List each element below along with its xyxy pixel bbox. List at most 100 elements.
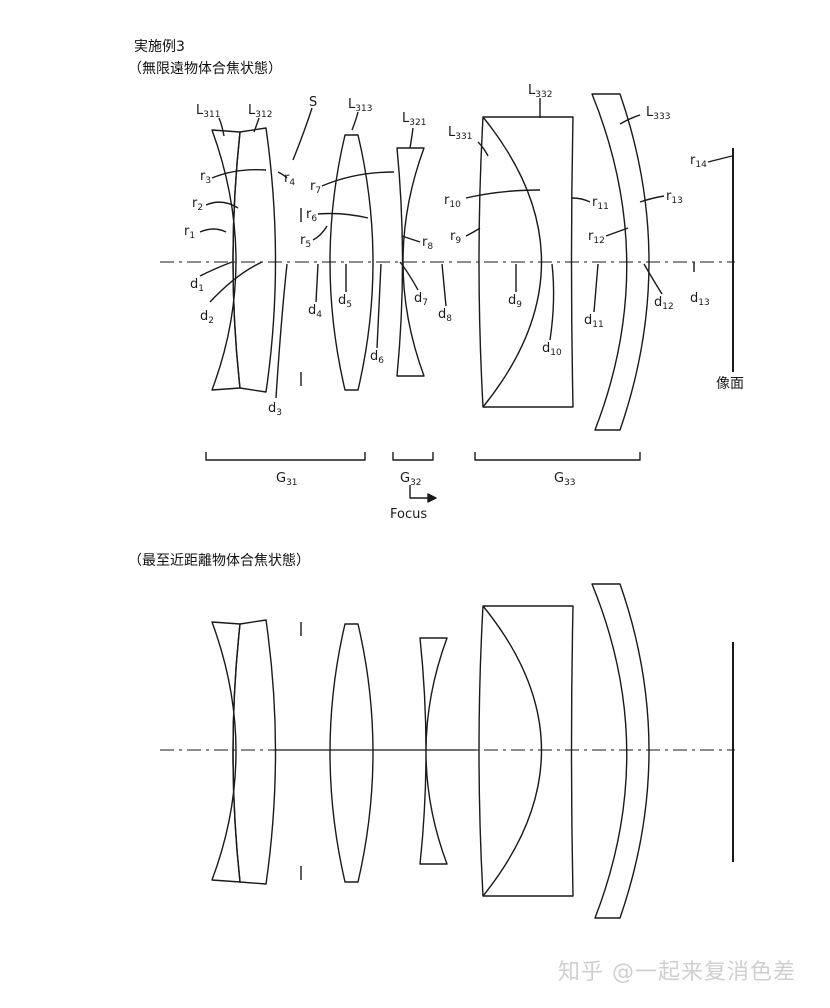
label-d5: d5: [338, 293, 352, 310]
label-d10: d10: [542, 341, 562, 358]
label-r13-sub: 13: [671, 196, 683, 206]
leader-d3: [275, 263, 288, 399]
label-L312-base: L: [248, 103, 256, 118]
infinity-focus-state-caption: （無限遠物体合焦状態）: [128, 61, 282, 77]
leader-L333: [619, 114, 641, 125]
label-L313: L313: [348, 97, 373, 114]
label-L333: L333: [646, 106, 670, 122]
label-r13-base: r: [666, 189, 672, 204]
label-d4-sub: 4: [316, 310, 322, 320]
leader-d11: [593, 263, 599, 313]
leader-r8: [401, 235, 421, 243]
leader-d8: [441, 263, 447, 307]
leader-d6: [376, 263, 382, 349]
label-L311: L311: [196, 103, 221, 120]
leader-r12: [605, 227, 629, 237]
label-r6: r6: [306, 207, 318, 224]
leader-d12: [643, 263, 663, 295]
label-r12-base: r: [588, 229, 594, 244]
label-d12-sub: 12: [662, 302, 674, 312]
label-L332-sub: 332: [535, 90, 553, 100]
label-r6-base: r: [306, 207, 312, 222]
leader-L321: [409, 127, 414, 149]
leader-r4: [277, 171, 288, 179]
label-d9: d9: [508, 293, 522, 310]
label-L331-sub: 331: [455, 132, 473, 142]
bracket-G33: [474, 452, 641, 461]
leader-r1: [199, 228, 227, 233]
lens-L312-bottom: [232, 619, 277, 885]
label-r9-base: r: [450, 229, 456, 244]
label-d1-sub: 1: [198, 284, 204, 294]
lens-L321-bottom: [419, 637, 448, 865]
label-L312: L312: [248, 103, 272, 120]
label-L321-base: L: [402, 111, 410, 126]
label-r4: r4: [284, 171, 295, 188]
label-d6: d6: [370, 349, 384, 366]
lens-L321-top: [396, 147, 425, 377]
label-G32-sub: 32: [410, 478, 422, 488]
label-G31: G31: [276, 471, 298, 488]
label-L311-sub: 311: [203, 110, 221, 120]
label-d6-sub: 6: [378, 356, 384, 366]
label-d13: d13: [690, 292, 710, 308]
label-r11: r11: [592, 195, 609, 212]
label-r10: r10: [444, 193, 461, 210]
leader-d10: [549, 263, 555, 341]
label-r1-base: r: [184, 224, 190, 239]
label-d5-base: d: [338, 293, 347, 308]
label-r1: r1: [184, 224, 195, 241]
label-r6-sub: 6: [311, 214, 318, 224]
leader-r6: [317, 212, 369, 219]
leader-r2: [205, 201, 239, 209]
label-r14: r14: [690, 153, 707, 170]
label-d7: d7: [414, 291, 428, 308]
label-r8-sub: 8: [427, 242, 434, 252]
leader-d4: [315, 263, 319, 303]
lens-L313-top: [329, 134, 374, 391]
focus-arrow-icon: [409, 485, 434, 499]
label-L313-sub: 313: [355, 104, 373, 114]
label-d8-base: d: [438, 307, 447, 322]
label-L311-base: L: [196, 103, 204, 118]
leader-S: [292, 107, 313, 161]
label-d1: d1: [190, 278, 204, 294]
label-r3: r3: [200, 170, 212, 186]
label-d3-base: d: [268, 401, 277, 416]
label-d11-sub: 11: [592, 320, 604, 330]
label-r14-base: r: [690, 153, 696, 168]
lens-L332-top: [478, 116, 574, 408]
lens-L333-top: [591, 93, 650, 431]
leader-d7: [399, 261, 419, 291]
label-L331-base: L: [448, 125, 456, 140]
label-r10-base: r: [444, 193, 450, 208]
label-d10-sub: 10: [550, 348, 562, 358]
leader-r10: [465, 189, 541, 199]
label-L313-base: L: [348, 97, 356, 112]
label-G31-base: G: [276, 471, 287, 486]
label-d6-base: d: [370, 349, 379, 364]
lens-L333-bottom: [591, 583, 650, 919]
label-d13-sub: 13: [698, 298, 710, 308]
label-r12: r12: [588, 229, 605, 246]
label-d5-sub: 5: [346, 300, 352, 310]
label-d9-base: d: [508, 293, 517, 308]
label-d7-base: d: [414, 291, 423, 306]
focus-label: Focus: [390, 507, 428, 522]
label-S: S: [309, 96, 317, 109]
label-r5-base: r: [300, 233, 306, 248]
leader-d2: [209, 261, 263, 303]
label-L332-base: L: [528, 83, 536, 98]
label-d10-base: d: [542, 341, 551, 356]
focus-arrow-head: [427, 493, 437, 503]
label-r5-sub: 5: [305, 240, 312, 250]
label-r11-base: r: [592, 195, 598, 210]
lens-L313-bottom: [329, 623, 374, 883]
label-r4-base: r: [284, 171, 290, 186]
label-r9: r9: [450, 229, 461, 246]
label-d4-base: d: [308, 303, 317, 318]
label-r2-base: r: [192, 196, 198, 211]
label-d12-base: d: [654, 295, 663, 310]
label-r3-sub: 3: [205, 176, 212, 186]
